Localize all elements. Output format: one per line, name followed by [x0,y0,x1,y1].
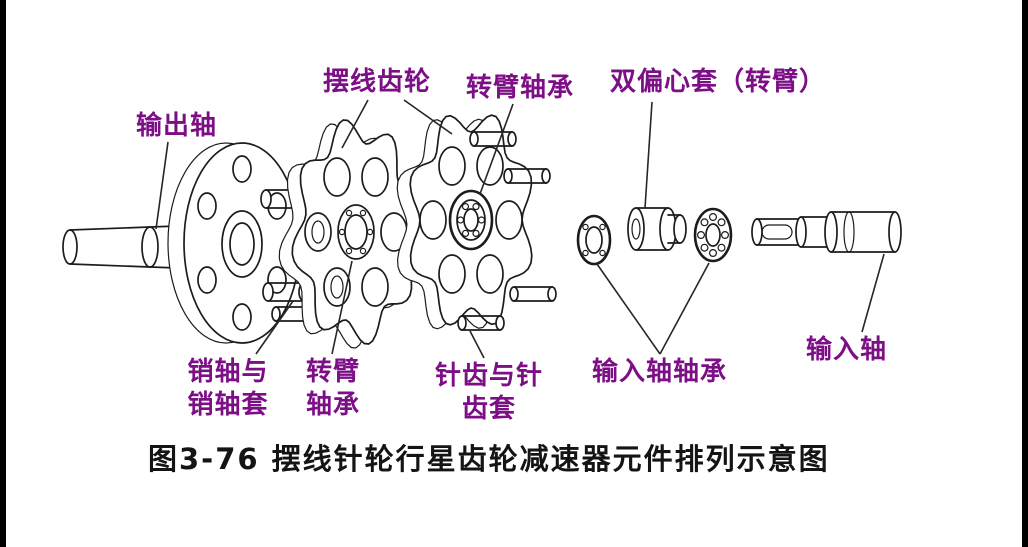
label-crank-arm-bearing-top: 转臂轴承 [466,73,575,103]
figure-caption: 图3-76 摆线针轮行星齿轮减速器元件排列示意图 [148,442,830,476]
scan-edge-left [0,0,6,547]
label-pin-shaft-and-sleeve: 销轴与 销轴套 [187,357,269,421]
label-input-shaft-bearing: 输入轴轴承 [592,357,728,387]
cycloid-gear-right-drawing [396,114,533,330]
label-cycloid-gear: 摆线齿轮 [323,67,432,97]
cycloid-gear-left-drawing [278,119,421,349]
eccentric-sleeve-drawing [627,207,687,251]
leader-lines [155,99,885,359]
pin-teeth-drawing [457,131,557,331]
label-double-eccentric-sleeve: 双偏心套（转臂） [610,67,827,97]
scan-edge-right [1022,0,1028,547]
input-bearing-right-drawing [693,207,733,263]
label-output-shaft: 输出轴 [136,111,218,141]
label-input-shaft: 输入轴 [806,335,888,365]
label-crank-arm-bearing-bottom: 转臂 轴承 [305,357,360,421]
input-shaft-drawing [751,211,902,253]
label-pin-teeth-and-sleeve: 针齿与针 齿套 [434,361,543,425]
output-flange-drawing [167,142,301,344]
input-bearing-left-drawing [576,214,612,266]
